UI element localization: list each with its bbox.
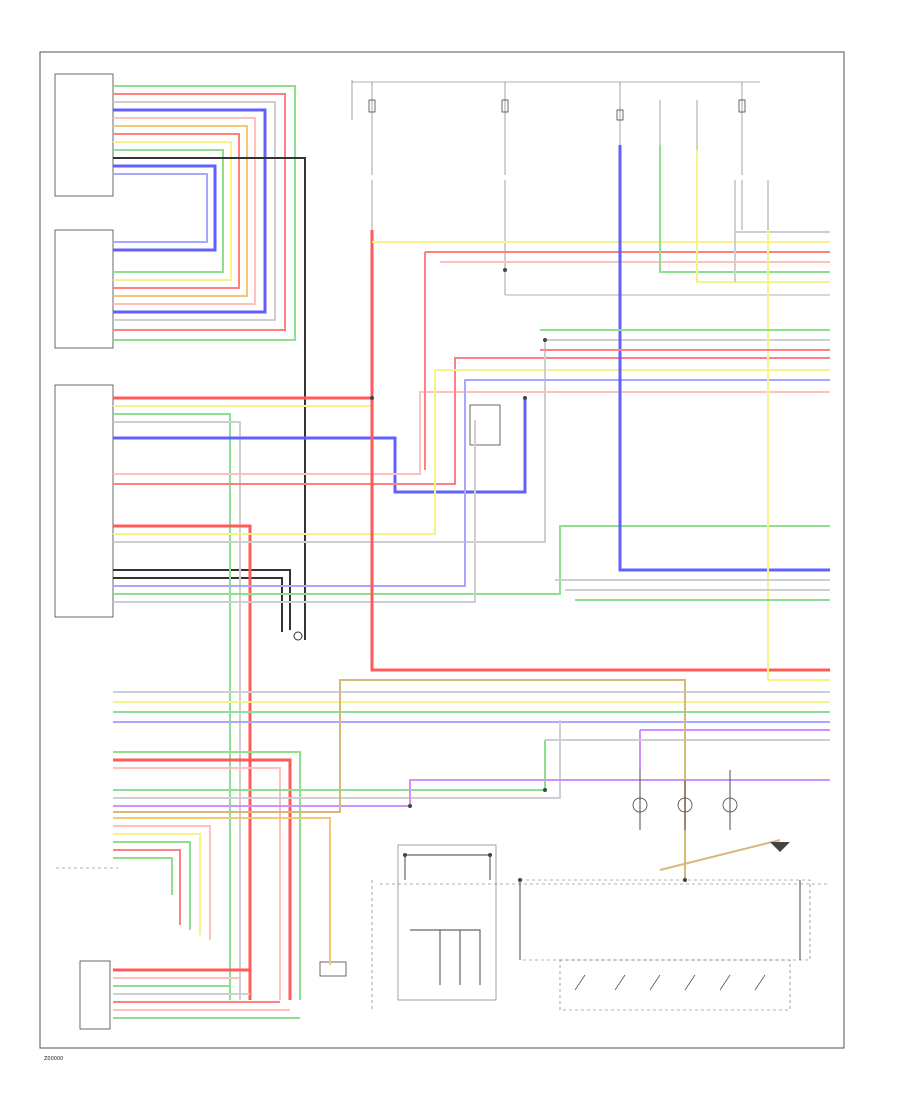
ground-wire (113, 569, 291, 630)
splice-dot (543, 788, 547, 792)
fuse-symbol (501, 99, 509, 113)
wire-harness-navigation (113, 339, 830, 1000)
audio-control-unit-box (54, 229, 114, 349)
fuse-symbol (738, 99, 746, 113)
ground-point (293, 631, 303, 641)
relay-box (469, 404, 501, 446)
antenna-module-box (397, 844, 497, 1001)
wire-harness-audio-unit (113, 968, 300, 1019)
steering-switch-buttons-box (559, 959, 791, 1011)
connector-dot (488, 853, 492, 857)
fuse-symbol (368, 99, 376, 113)
ground-wire (113, 577, 283, 632)
navigation-control-unit-box (54, 384, 114, 618)
connector-dot (518, 878, 522, 882)
audio-unit-connector-box (54, 73, 114, 197)
wire-harness-lower (113, 679, 830, 1000)
speaker-symbol (632, 797, 648, 813)
wire-harness-upper-right (370, 145, 830, 681)
splice-dot (503, 268, 507, 272)
splice-dot (543, 338, 547, 342)
splice-dot (523, 396, 527, 400)
steering-switch-box (519, 879, 811, 961)
switch-contacts (574, 974, 766, 991)
diagram-id: Z00000 (44, 1056, 63, 1062)
splice-dot (408, 804, 412, 808)
ground-wire (113, 157, 306, 640)
splice-dot (370, 396, 374, 400)
ground-block (319, 961, 347, 977)
fuse-symbol (616, 109, 624, 121)
ground-triangle (770, 842, 790, 852)
connector-dot (403, 853, 407, 857)
steering-switch-wiring (404, 770, 801, 985)
connector-dot (683, 878, 687, 882)
wire-harness-upper-left (113, 85, 296, 341)
speaker-symbol (677, 797, 693, 813)
audio-unit-box (79, 960, 111, 1030)
diagram-frame (39, 51, 845, 1049)
speaker-symbol (722, 797, 738, 813)
